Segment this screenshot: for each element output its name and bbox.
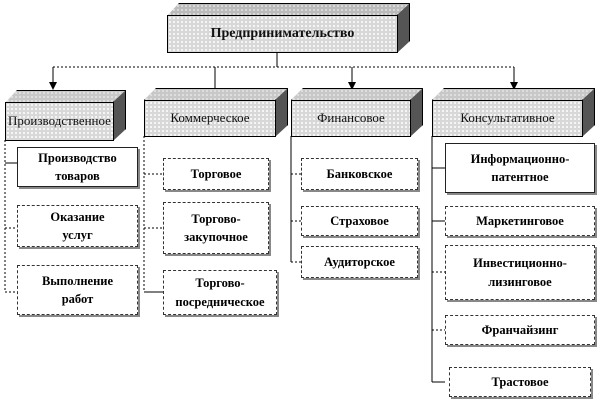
node-marketing: Маркетинговое: [445, 206, 595, 236]
node-audit: Аудиторское: [301, 246, 418, 278]
root-label: Предпринимательство: [167, 15, 398, 53]
category-production: Производственное: [5, 90, 126, 141]
node-franchising: Франчайзинг: [445, 315, 595, 345]
category-commercial: Коммерческое: [144, 88, 288, 137]
node-services: Оказание услуг: [17, 205, 138, 247]
node-investment-leasing: Инвестиционно-лизинговое: [445, 245, 595, 300]
category-label: Производственное: [5, 102, 114, 141]
node-trade-intermediary: Торгово-посредническое: [163, 270, 277, 315]
node-banking: Банковское: [301, 158, 418, 190]
category-label: Финансовое: [291, 100, 411, 137]
node-works: Выполнение работ: [17, 265, 138, 315]
category-label: Консультативное: [432, 100, 583, 137]
category-label: Коммерческое: [144, 100, 276, 137]
category-consulting: Консультативное: [432, 88, 595, 137]
node-info-patent: Информационно-патентное: [445, 143, 595, 193]
node-trade-purchasing: Торгово-закупочное: [163, 202, 269, 254]
node-trust: Трастовое: [449, 367, 591, 397]
node-insurance: Страховое: [301, 206, 418, 236]
category-financial: Финансовое: [291, 88, 423, 137]
node-goods-production: Производство товаров: [17, 147, 138, 187]
node-trade: Торговое: [163, 158, 269, 190]
root-node: Предпринимательство: [167, 3, 410, 53]
